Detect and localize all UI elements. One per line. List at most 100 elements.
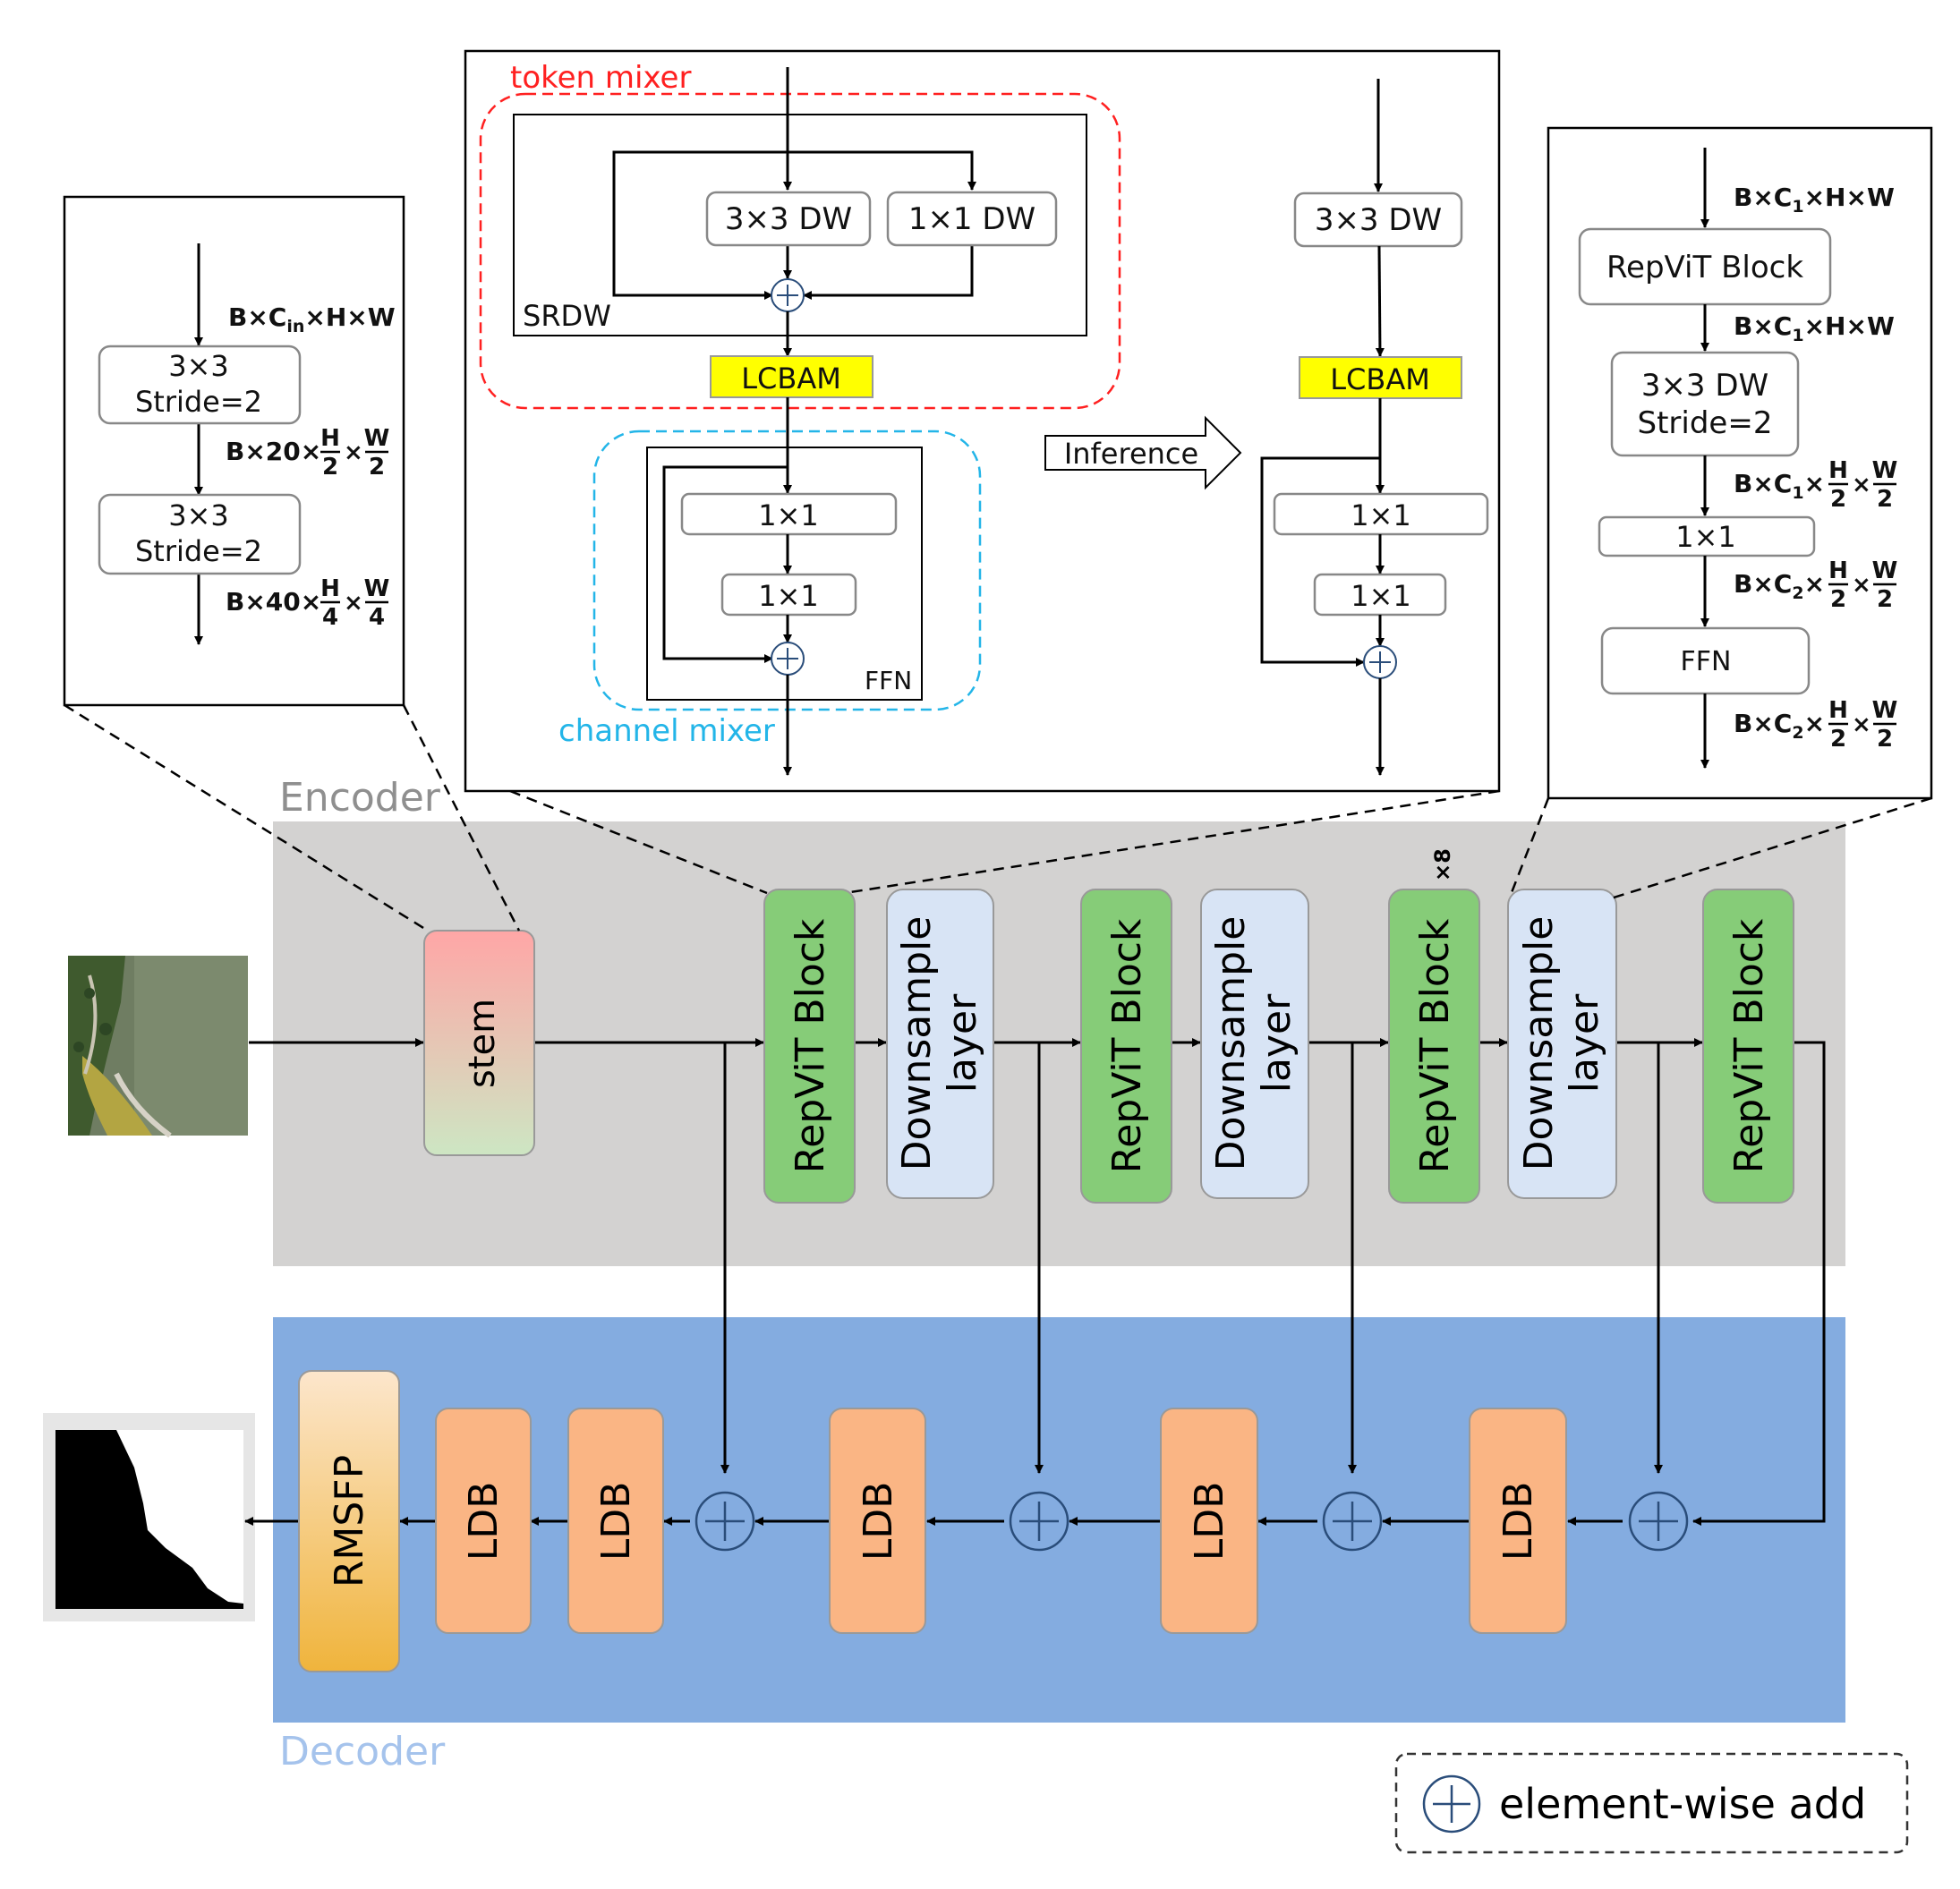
svg-text:×: × (1852, 572, 1871, 599)
add-icon (1422, 1774, 1481, 1834)
svg-text:×: × (1852, 472, 1871, 498)
stem-dim-out: B×40× H 4 × W 4 (226, 575, 389, 631)
decoder-label: Decoder (279, 1729, 446, 1774)
downsample-label: Downsample (894, 916, 940, 1171)
ldb-label: LDB (461, 1482, 507, 1561)
repvit-block-1: RepViT Block (763, 889, 856, 1204)
legend: element-wise add (1394, 1752, 1909, 1854)
add-node (771, 642, 805, 676)
downsample-layer-2: Downsample layer (1200, 889, 1309, 1199)
svg-text:H: H (1828, 457, 1848, 484)
svg-text:B×C2×: B×C2× (1734, 709, 1825, 743)
svg-text:×: × (344, 439, 363, 466)
ldb-label: LDB (593, 1482, 639, 1561)
svg-text:Inference: Inference (1064, 437, 1198, 471)
svg-text:2: 2 (1830, 586, 1846, 613)
svg-text:2: 2 (1830, 726, 1846, 753)
ds-conv-label: 1×1 (1675, 520, 1736, 554)
svg-text:4: 4 (322, 604, 338, 631)
add-node-1 (695, 1491, 755, 1552)
svg-text:2: 2 (1877, 726, 1893, 753)
inf-lcbam-label: LCBAM (1330, 362, 1430, 396)
zoom-connectors (64, 703, 1932, 932)
repvit-label: RepViT Block (788, 918, 833, 1173)
svg-text:B×40×: B×40× (226, 587, 321, 617)
svg-text:2: 2 (1877, 586, 1893, 613)
ffn-label: FFN (865, 666, 912, 695)
add-node-2 (1009, 1491, 1069, 1552)
svg-text:B×C2×: B×C2× (1734, 569, 1825, 603)
ldb-block-5: LDB (1469, 1408, 1567, 1634)
ds-dim2: B×C1×H×W (1734, 311, 1895, 345)
ldb-label: LDB (1496, 1482, 1541, 1561)
svg-text:4: 4 (369, 604, 385, 631)
encoder-flow-lines (249, 1038, 1826, 1526)
output-mask-image (43, 1413, 255, 1621)
dw1-label: 1×1 DW (908, 201, 1035, 237)
stem-box2-line2: Stride=2 (135, 534, 262, 568)
repvit-label: RepViT Block (1412, 918, 1458, 1173)
add-node-3 (1322, 1491, 1383, 1552)
add-node-4 (1628, 1491, 1689, 1552)
stem-dim-mid: B×20× H 2 × W 2 (226, 425, 389, 481)
svg-text:×: × (344, 590, 363, 617)
inf-dw3-label: 3×3 DW (1315, 202, 1442, 238)
ds-dw-line1: 3×3 DW (1641, 368, 1768, 404)
inference-arrow: Inference (1044, 415, 1242, 490)
svg-text:×: × (1852, 711, 1871, 738)
token-mixer-label: token mixer (510, 60, 691, 96)
svg-text:2: 2 (322, 454, 338, 481)
svg-text:H: H (1828, 697, 1848, 724)
ffn-conv2-label: 1×1 (758, 579, 819, 613)
ds-dim5: B×C2× H 2 × W 2 (1734, 697, 1897, 753)
stem-box1-line2: Stride=2 (135, 385, 262, 419)
stem-dim-in: B×Cin×H×W (228, 302, 396, 336)
stem-block: stem (423, 930, 535, 1156)
svg-text:2: 2 (369, 454, 385, 481)
add-node (771, 278, 805, 312)
repvit-block-4: RepViT Block (1702, 889, 1794, 1204)
ldb-block-4: LDB (1160, 1408, 1258, 1634)
ldb-block-1: LDB (435, 1408, 532, 1634)
lcbam-box (710, 355, 873, 398)
repvit-block-2: RepViT Block (1080, 889, 1172, 1204)
ds-dw-line2: Stride=2 (1638, 405, 1773, 441)
svg-text:H: H (320, 425, 340, 452)
ffn-conv1-label: 1×1 (758, 498, 819, 532)
srdw-label: SRDW (523, 299, 611, 333)
svg-text:W: W (1872, 457, 1898, 484)
svg-text:H: H (320, 575, 340, 602)
x8-label: ×8 (1430, 848, 1455, 881)
ds-dim3: B×C1× H 2 × W 2 (1734, 457, 1897, 513)
downsample-layer-3: Downsample layer (1507, 889, 1617, 1199)
layer-label: layer (1254, 993, 1300, 1093)
ds-ffn-label: FFN (1681, 646, 1732, 677)
ds-repvit-label: RepViT Block (1606, 250, 1803, 285)
svg-text:2: 2 (1877, 486, 1893, 513)
svg-text:W: W (364, 425, 390, 452)
token-mixer-region (479, 92, 1121, 410)
channel-mixer-label: channel mixer (558, 713, 775, 749)
inf-conv2-label: 1×1 (1351, 579, 1411, 613)
layer-label: layer (940, 993, 985, 1093)
downsample-layer-1: Downsample layer (886, 889, 994, 1199)
stem-detail-panel: 3×3 Stride=2 3×3 Stride=2 B×Cin×H×W B×20… (63, 195, 405, 707)
stem-box2-line1: 3×3 (168, 498, 229, 532)
downsample-label: Downsample (1208, 916, 1254, 1171)
ds-dim4: B×C2× H 2 × W 2 (1734, 557, 1897, 613)
svg-text:2: 2 (1830, 486, 1846, 513)
svg-text:B×C1×: B×C1× (1734, 469, 1825, 503)
downsample-detail-panel: RepViT Block 3×3 DW Stride=2 1×1 FFN B×C… (1547, 126, 1933, 800)
repvit-label: RepViT Block (1104, 918, 1150, 1173)
inf-lcbam-box (1299, 356, 1462, 399)
svg-text:W: W (1872, 697, 1898, 724)
rmsfp-block: RMSFP (298, 1370, 400, 1672)
layer-label: layer (1562, 993, 1607, 1093)
repvit-label: RepViT Block (1726, 918, 1772, 1173)
ldb-block-2: LDB (567, 1408, 664, 1634)
lcbam-label: LCBAM (741, 362, 841, 396)
add-node (1363, 645, 1397, 679)
ldb-block-3: LDB (829, 1408, 926, 1634)
ldb-label: LDB (856, 1482, 901, 1561)
dw3-label: 3×3 DW (725, 201, 852, 237)
